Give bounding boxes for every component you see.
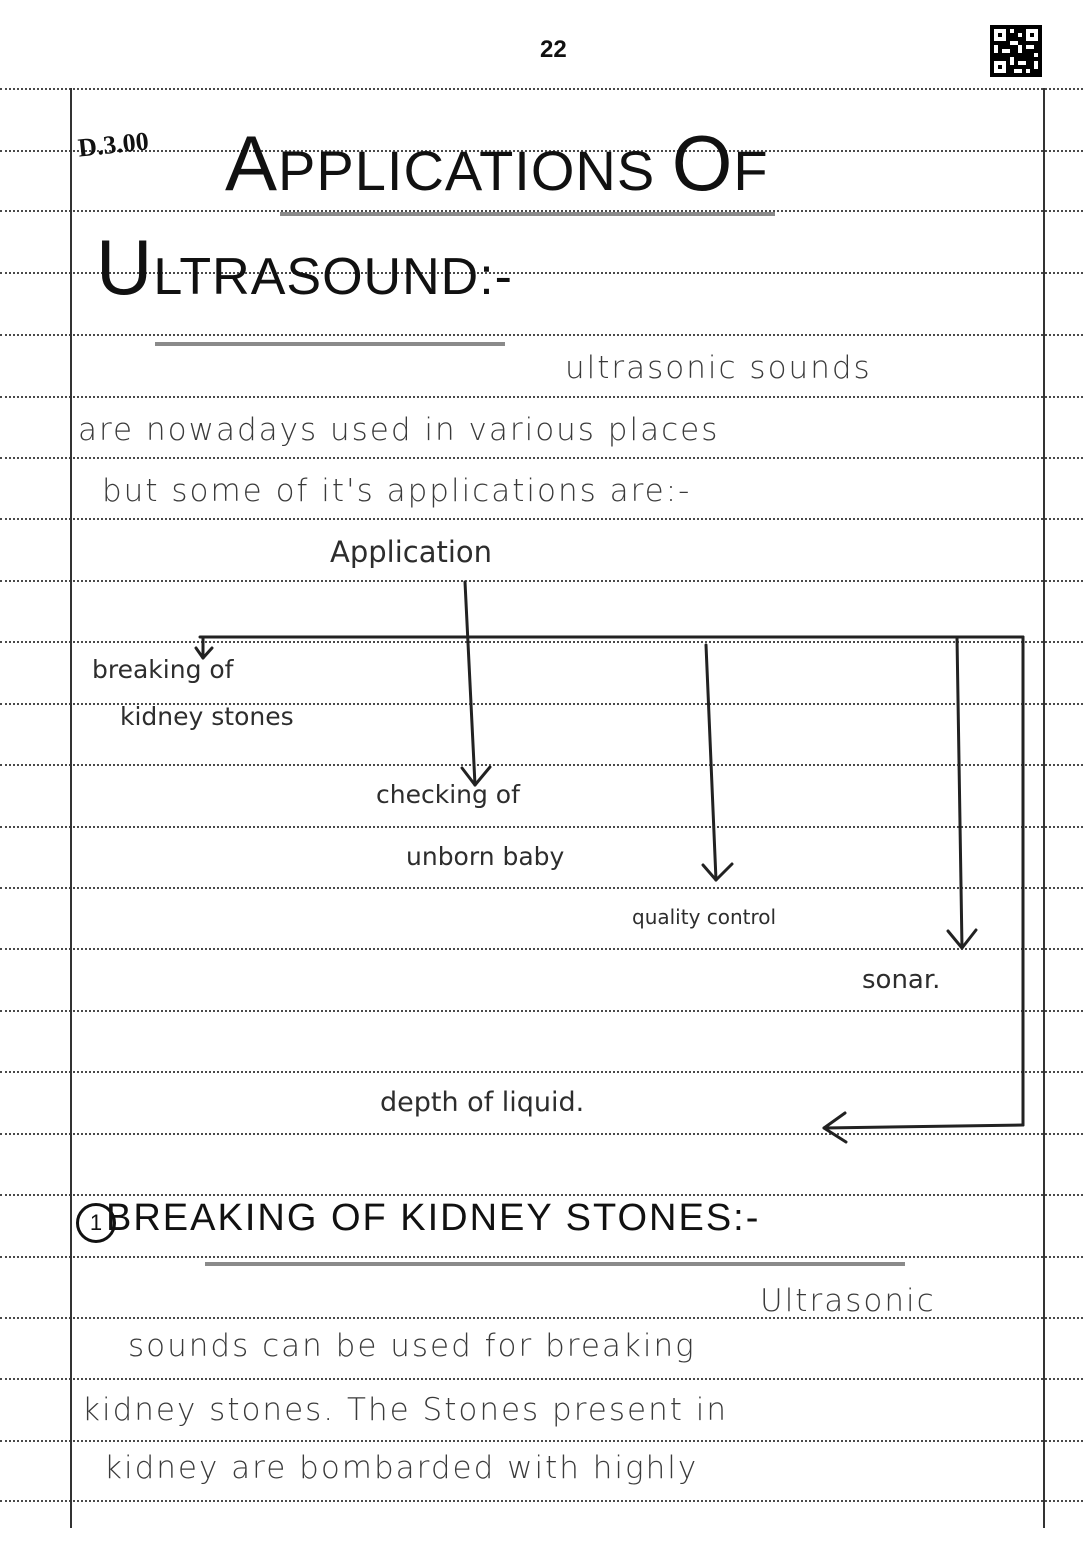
ruled-line — [0, 703, 1083, 705]
branch-arrow-4-head — [946, 928, 978, 950]
root-arrow-head — [460, 765, 492, 787]
ruled-line — [0, 272, 1083, 274]
ruled-line — [0, 826, 1083, 828]
root-arrow — [463, 580, 477, 787]
ruled-line — [0, 948, 1083, 950]
branch-arrow-3-head — [701, 862, 734, 882]
ruled-line — [0, 396, 1083, 398]
ruled-line — [0, 88, 1083, 90]
ruled-line — [0, 1133, 1083, 1135]
section-1-line-4: kidney are bombarded with highly — [104, 1450, 699, 1486]
ruled-line — [0, 1010, 1083, 1012]
ruled-line — [0, 210, 1083, 212]
ruled-line — [0, 764, 1083, 766]
ruled-line — [0, 518, 1083, 520]
ruled-line — [0, 1378, 1083, 1380]
ruled-line — [0, 1440, 1083, 1442]
ruled-line — [0, 150, 1083, 152]
intro-line-2: are nowadays used in various places — [78, 412, 720, 448]
intro-line-1: ultrasonic sounds — [565, 350, 872, 386]
page-number: 22 — [540, 36, 567, 63]
branch-arrow-5-head — [822, 1111, 848, 1144]
qr-code-icon — [990, 25, 1042, 77]
branch-arrow-1-head — [194, 646, 214, 660]
node-unborn-baby-line-1: checking of — [376, 780, 520, 809]
title-line-1: APPLICATIONS OF — [225, 118, 769, 209]
section-1-title: BREAKING OF KIDNEY STONES:- — [106, 1197, 761, 1239]
node-sonar: sonar. — [862, 965, 941, 995]
left-margin-line — [70, 88, 72, 1528]
title-letter-f: F — [733, 139, 769, 202]
ruled-line — [0, 457, 1083, 459]
ruled-line — [0, 580, 1083, 582]
ruled-line — [0, 1500, 1083, 1502]
branch-arrow-5 — [822, 1123, 1025, 1130]
title-initial-o: O — [671, 119, 734, 207]
title-word-ultrasound: LTRASOUND:- — [153, 248, 513, 306]
ruled-line — [0, 1317, 1083, 1319]
section-1-underline — [205, 1262, 905, 1266]
intro-line-3: but some of it's applications are:- — [102, 473, 692, 509]
node-unborn-baby-line-2: unborn baby — [406, 842, 565, 871]
node-kidney-stones-line-1: breaking of — [92, 655, 234, 684]
section-1-line-1: Ultrasonic — [760, 1283, 936, 1319]
title-word-applications: PPLICATIONS — [278, 139, 672, 202]
ruled-line — [0, 1256, 1083, 1258]
ruled-line — [0, 1194, 1083, 1196]
right-margin-line — [1043, 88, 1045, 1528]
ruled-line — [0, 887, 1083, 889]
title-underline — [155, 342, 505, 346]
branch-arrow-4 — [955, 635, 964, 950]
ruled-line — [0, 334, 1083, 336]
title-initial-u: U — [96, 223, 154, 311]
section-1-line-3: kidney stones. The Stones present in — [82, 1392, 728, 1428]
branch-arrow-3 — [704, 643, 718, 882]
node-kidney-stones-line-2: kidney stones — [120, 702, 294, 731]
section-1-line-2: sounds can be used for breaking — [128, 1328, 696, 1364]
title-initial-a: A — [225, 119, 279, 207]
diagram-root-label: Application — [330, 535, 493, 569]
ruled-line — [0, 641, 1083, 643]
node-depth-of-liquid: depth of liquid. — [380, 1087, 585, 1118]
ruled-line — [0, 1071, 1083, 1073]
node-quality-control: quality control — [632, 905, 777, 929]
section-number-badge: 1 — [76, 1203, 116, 1243]
title-line-2: ULTRASOUND:- — [96, 222, 513, 313]
title-underline — [280, 212, 775, 216]
